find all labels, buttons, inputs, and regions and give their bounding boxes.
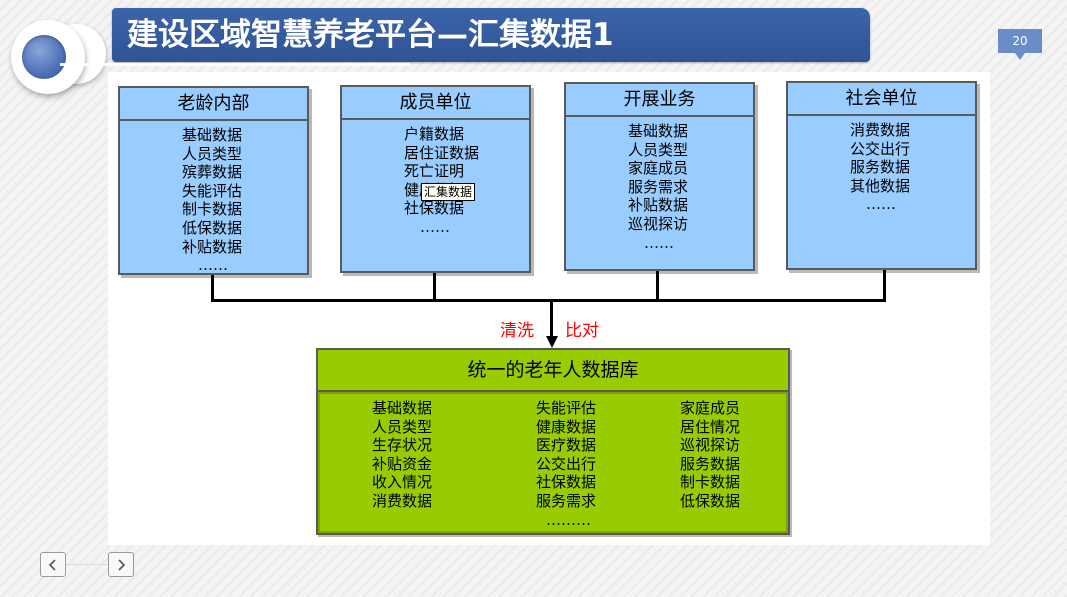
list-item: 巡视探访 xyxy=(680,436,741,455)
source-box-title: 老龄内部 xyxy=(120,88,307,121)
connector-bus-line xyxy=(211,299,886,302)
process-label-clean: 清洗 xyxy=(500,321,534,341)
source-box-member-units: 成员单位 户籍数据 居住证数据 死亡证明 健康数据 社保数据 …… xyxy=(340,85,531,273)
list-item: 巡视探访 xyxy=(628,214,689,233)
list-item: 消费数据 xyxy=(850,121,911,139)
source-box-social-units: 社会单位 消费数据 公交出行 服务数据 其他数据 …… xyxy=(786,81,977,270)
list-item: 户籍数据 xyxy=(404,125,465,143)
list-item: 公交出行 xyxy=(536,454,597,473)
source-box-list: 户籍数据 居住证数据 死亡证明 健康数据 社保数据 …… xyxy=(342,120,529,237)
target-column-1: 基础数据 人员类型 生存状况 补贴资金 收入情况 消费数据 xyxy=(372,399,432,511)
source-box-business: 开展业务 基础数据 人员类型 家庭成员 服务需求 补贴数据 巡视探访 …… xyxy=(564,82,755,271)
connector-line xyxy=(656,271,659,302)
chevron-left-icon xyxy=(48,558,56,571)
process-label-compare: 比对 xyxy=(565,321,599,341)
list-item: 人员类型 xyxy=(628,140,689,159)
list-item: 低保数据 xyxy=(182,218,243,237)
list-item: 服务数据 xyxy=(850,158,911,177)
list-item: 制卡数据 xyxy=(182,200,243,219)
next-slide-button[interactable] xyxy=(108,552,134,577)
tooltip: 汇集数据 xyxy=(421,183,476,201)
list-item-ellipsis: …… xyxy=(420,217,450,236)
source-box-list: 消费数据 公交出行 服务数据 其他数据 …… xyxy=(788,116,975,214)
list-item: 收入情况 xyxy=(372,473,433,492)
list-item: 基础数据 xyxy=(182,126,243,144)
target-column-2: 失能评估 健康数据 医疗数据 公交出行 社保数据 服务需求 ……… xyxy=(536,399,596,529)
list-item: 生存状况 xyxy=(372,436,433,455)
page-number-badge: 20 xyxy=(998,29,1042,53)
list-item: 补贴数据 xyxy=(182,237,243,256)
list-item: 公交出行 xyxy=(850,139,911,158)
source-box-elderly-internal: 老龄内部 基础数据 人员类型 殡葬数据 失能评估 制卡数据 低保数据 补贴数据 … xyxy=(118,86,309,275)
list-item: 失能评估 xyxy=(182,181,243,200)
list-item: 人员类型 xyxy=(372,417,433,436)
prev-slide-button[interactable] xyxy=(40,552,66,577)
target-box-title: 统一的老年人数据库 xyxy=(318,350,788,392)
page-badge-pointer xyxy=(1015,53,1025,60)
list-item: 医疗数据 xyxy=(536,436,597,455)
list-item: 基础数据 xyxy=(628,122,689,140)
source-box-title: 成员单位 xyxy=(342,87,529,120)
list-item: 失能评估 xyxy=(536,399,597,417)
list-item: 制卡数据 xyxy=(680,473,741,492)
list-item: 家庭成员 xyxy=(680,399,741,417)
list-item: 基础数据 xyxy=(372,399,433,417)
list-item: 死亡证明 xyxy=(404,162,465,181)
list-item-ellipsis: …… xyxy=(198,256,228,275)
source-box-title: 开展业务 xyxy=(566,84,753,117)
connector-line xyxy=(883,270,886,302)
target-database-box: 统一的老年人数据库 基础数据 人员类型 生存状况 补贴资金 收入情况 消费数据 … xyxy=(316,348,790,535)
list-item: 补贴数据 xyxy=(628,196,689,215)
arrow-shaft xyxy=(550,300,553,338)
list-item: 服务需求 xyxy=(536,491,597,510)
connector-line xyxy=(211,275,214,302)
list-item: 殡葬数据 xyxy=(182,163,243,182)
title-underline-divider xyxy=(60,63,410,66)
chevron-right-icon xyxy=(118,558,126,571)
list-item-ellipsis: …… xyxy=(644,233,674,252)
list-item: 低保数据 xyxy=(680,491,741,510)
target-column-3: 家庭成员 居住情况 巡视探访 服务数据 制卡数据 低保数据 xyxy=(680,399,740,511)
list-item: 居住证数据 xyxy=(404,143,480,162)
list-item-ellipsis: ……… xyxy=(546,510,591,529)
list-item: 居住情况 xyxy=(680,417,741,436)
decoration-blue-dot-icon xyxy=(22,35,66,79)
source-box-title: 社会单位 xyxy=(788,83,975,116)
list-item: 服务需求 xyxy=(628,177,689,196)
source-box-list: 基础数据 人员类型 殡葬数据 失能评估 制卡数据 低保数据 补贴数据 …… xyxy=(120,121,307,275)
list-item: 消费数据 xyxy=(372,491,433,510)
list-item: 健康数据 xyxy=(536,417,597,436)
connector-line xyxy=(433,273,436,302)
list-item: 社保数据 xyxy=(536,473,597,492)
list-item: 社保数据 xyxy=(404,199,465,218)
list-item: 服务数据 xyxy=(680,454,741,473)
list-item-ellipsis: …… xyxy=(866,195,896,214)
list-item: 其他数据 xyxy=(850,176,911,195)
arrow-down-icon xyxy=(546,336,558,348)
source-box-list: 基础数据 人员类型 家庭成员 服务需求 补贴数据 巡视探访 …… xyxy=(566,117,753,252)
nav-divider xyxy=(67,564,108,565)
target-box-body: 基础数据 人员类型 生存状况 补贴资金 收入情况 消费数据 失能评估 健康数据 … xyxy=(318,392,788,533)
list-item: 人员类型 xyxy=(182,144,243,163)
slide-title: 建设区域智慧养老平台—汇集数据1 xyxy=(112,8,870,62)
list-item: 家庭成员 xyxy=(628,159,689,178)
list-item: 补贴资金 xyxy=(372,454,433,473)
